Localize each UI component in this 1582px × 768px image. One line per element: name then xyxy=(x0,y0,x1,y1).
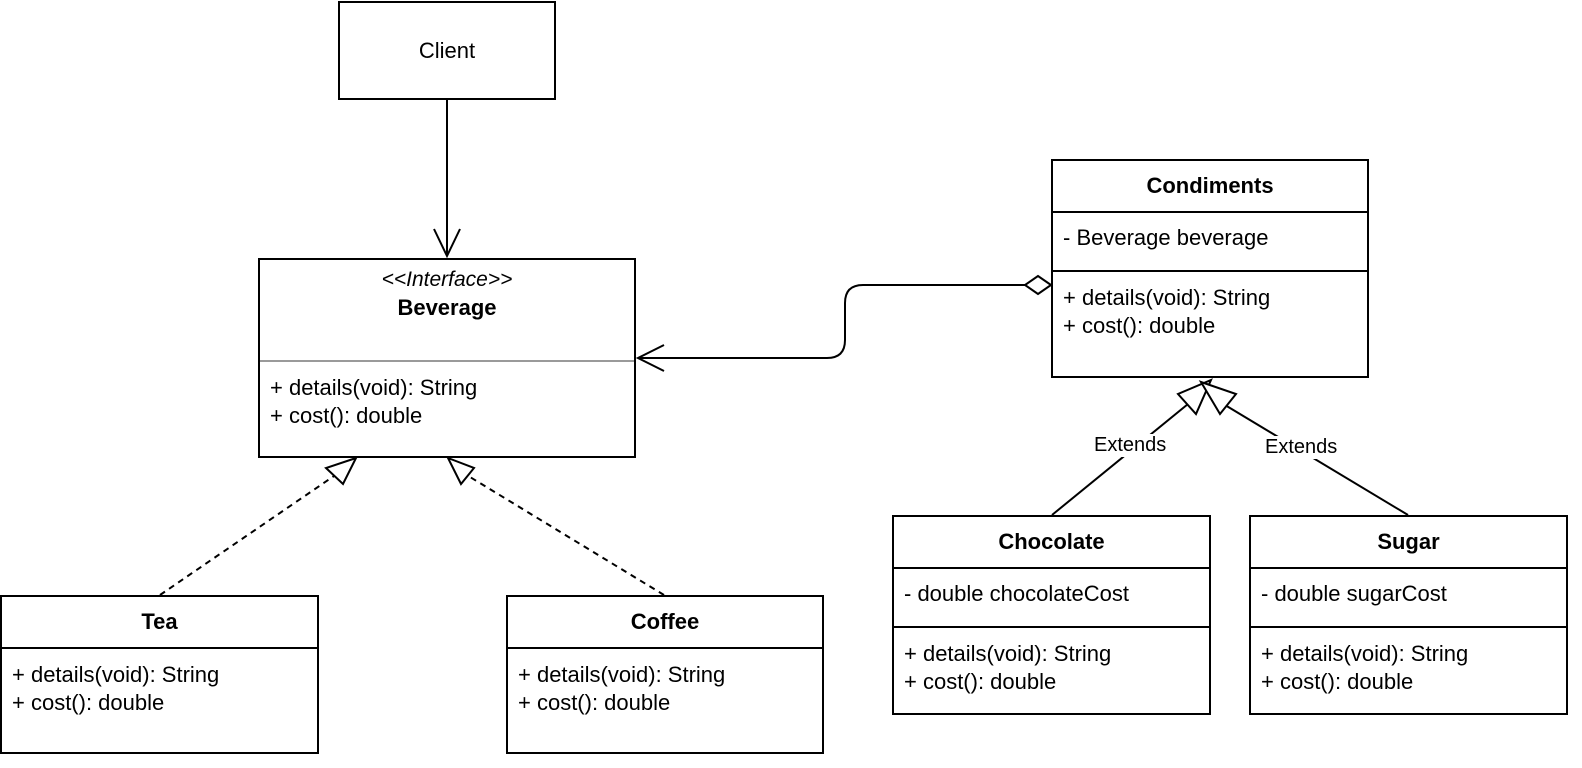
sugar-method-details: + details(void): String xyxy=(1261,641,1469,666)
sugar-method-cost: + cost(): double xyxy=(1261,669,1414,694)
chocolate-name: Chocolate xyxy=(894,517,1209,569)
condiments-beverage-aggregation-line xyxy=(638,284,1025,359)
sugar-methods: + details(void): String + cost(): double xyxy=(1251,628,1566,696)
condiments-beverage-arrowhead xyxy=(635,344,665,372)
sugar-extends-triangle xyxy=(1198,380,1238,416)
chocolate-methods: + details(void): String + cost(): double xyxy=(894,628,1209,696)
coffee-realization-line xyxy=(469,476,665,596)
beverage-header: <<Interface>> Beverage xyxy=(260,260,634,362)
chocolate-extends-line xyxy=(1051,403,1189,516)
coffee-methods: + details(void): String + cost(): double xyxy=(508,649,822,717)
sugar-class-box[interactable]: Sugar - double sugarCost + details(void)… xyxy=(1249,515,1568,715)
sugar-extends-line xyxy=(1224,404,1409,516)
tea-name: Tea xyxy=(2,597,317,649)
coffee-method-details: + details(void): String xyxy=(518,662,726,687)
client-box[interactable]: Client xyxy=(338,1,556,100)
sugar-attribute-cost: - double sugarCost xyxy=(1261,581,1447,606)
beverage-interface-box[interactable]: <<Interface>> Beverage + details(void): … xyxy=(258,258,636,458)
chocolate-attributes: - double chocolateCost xyxy=(894,569,1209,628)
condiments-method-details: + details(void): String xyxy=(1063,285,1271,310)
beverage-methods: + details(void): String + cost(): double xyxy=(260,362,634,430)
tea-method-details: + details(void): String xyxy=(12,662,220,687)
tea-methods: + details(void): String + cost(): double xyxy=(2,649,317,717)
chocolate-method-cost: + cost(): double xyxy=(904,669,1057,694)
beverage-method-cost: + cost(): double xyxy=(270,403,423,428)
chocolate-method-details: + details(void): String xyxy=(904,641,1112,666)
client-name: Client xyxy=(418,37,476,63)
tea-realization-triangle xyxy=(324,456,358,486)
beverage-name: Beverage xyxy=(397,295,497,320)
coffee-class-box[interactable]: Coffee + details(void): String + cost():… xyxy=(506,595,824,754)
condiments-name: Condiments xyxy=(1053,161,1367,213)
tea-realization-line xyxy=(159,475,335,596)
sugar-name: Sugar xyxy=(1251,517,1566,569)
sugar-extends-label: Extends xyxy=(1263,436,1340,459)
condiments-attributes: - Beverage beverage xyxy=(1053,213,1367,272)
chocolate-extends-triangle xyxy=(1176,378,1213,416)
coffee-realization-triangle xyxy=(445,456,476,486)
chocolate-class-box[interactable]: Chocolate - double chocolateCost + detai… xyxy=(892,515,1211,715)
chocolate-extends-label: Extends xyxy=(1092,434,1169,457)
tea-method-cost: + cost(): double xyxy=(12,690,165,715)
condiments-methods: + details(void): String + cost(): double xyxy=(1053,272,1367,340)
coffee-method-cost: + cost(): double xyxy=(518,690,671,715)
condiments-method-cost: + cost(): double xyxy=(1063,313,1216,338)
condiments-attribute-beverage: - Beverage beverage xyxy=(1063,225,1269,250)
beverage-method-details: + details(void): String xyxy=(270,375,478,400)
sugar-attributes: - double sugarCost xyxy=(1251,569,1566,628)
beverage-stereotype: <<Interface>> xyxy=(381,268,513,291)
chocolate-attribute-cost: - double chocolateCost xyxy=(904,581,1130,606)
tea-class-box[interactable]: Tea + details(void): String + cost(): do… xyxy=(0,595,319,754)
coffee-name: Coffee xyxy=(508,597,822,649)
client-beverage-arrowhead xyxy=(433,228,461,259)
aggregation-diamond xyxy=(1023,274,1053,296)
condiments-class-box[interactable]: Condiments - Beverage beverage + details… xyxy=(1051,159,1369,378)
